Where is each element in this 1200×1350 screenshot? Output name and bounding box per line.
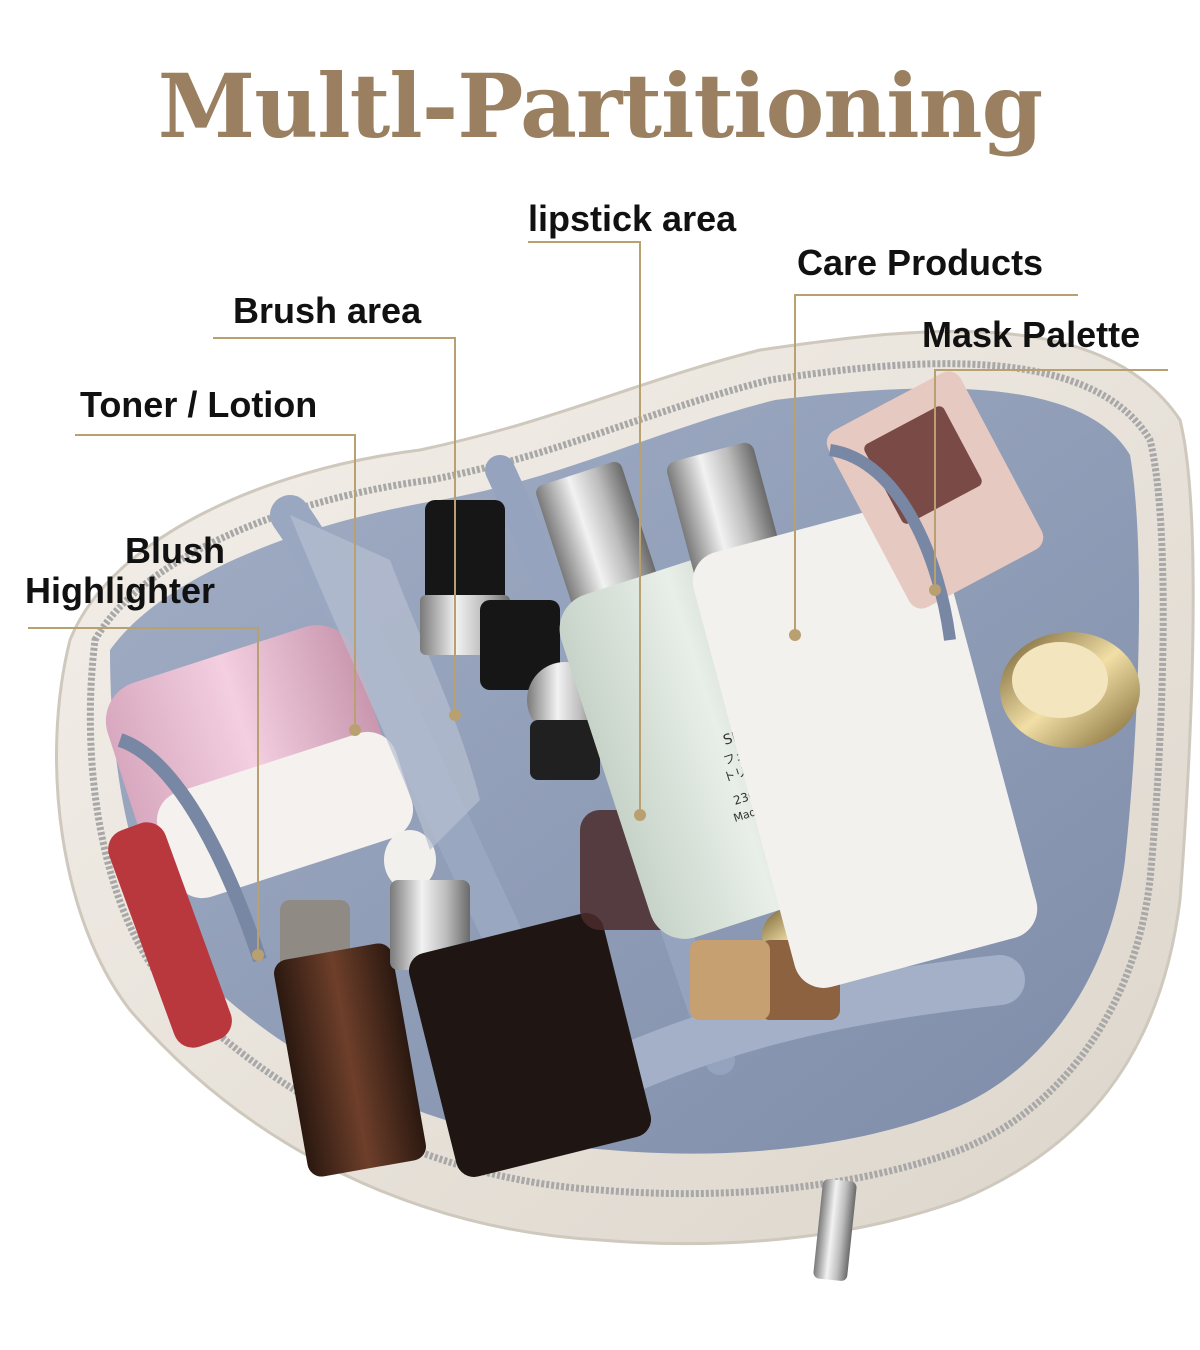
elastic-band-left <box>117 733 267 963</box>
gold-jar <box>1000 632 1140 748</box>
label-highlighter: Highlighter <box>25 570 215 611</box>
label-mask-palette: Mask Palette <box>922 314 1141 355</box>
leader-mask <box>934 369 1168 590</box>
leader-lines <box>28 241 1168 961</box>
label-blush: Blush <box>125 530 226 571</box>
elastic-band-right <box>828 444 956 641</box>
dropper-bottle-left <box>274 900 426 1177</box>
red-tube <box>108 822 232 1048</box>
zipper-pull <box>813 1179 857 1281</box>
label-toner-lotion: Toner / Lotion <box>80 384 318 425</box>
page-title: Multl-Partitioning <box>157 54 1043 158</box>
brush-pouch <box>290 515 480 850</box>
leader-toner <box>75 434 356 730</box>
zipper-rim <box>86 360 1167 1198</box>
leader-blush <box>28 627 259 955</box>
leader-lipstick <box>528 241 641 815</box>
leader-care <box>794 294 1078 635</box>
lipstick-2 <box>480 600 560 690</box>
label-brush-area: Brush area <box>233 290 422 331</box>
label-lipstick-area: lipstick area <box>528 198 737 239</box>
dropper-bottle-right <box>384 830 652 1177</box>
label-care-products: Care Products <box>797 242 1044 283</box>
leader-brush <box>213 337 456 715</box>
